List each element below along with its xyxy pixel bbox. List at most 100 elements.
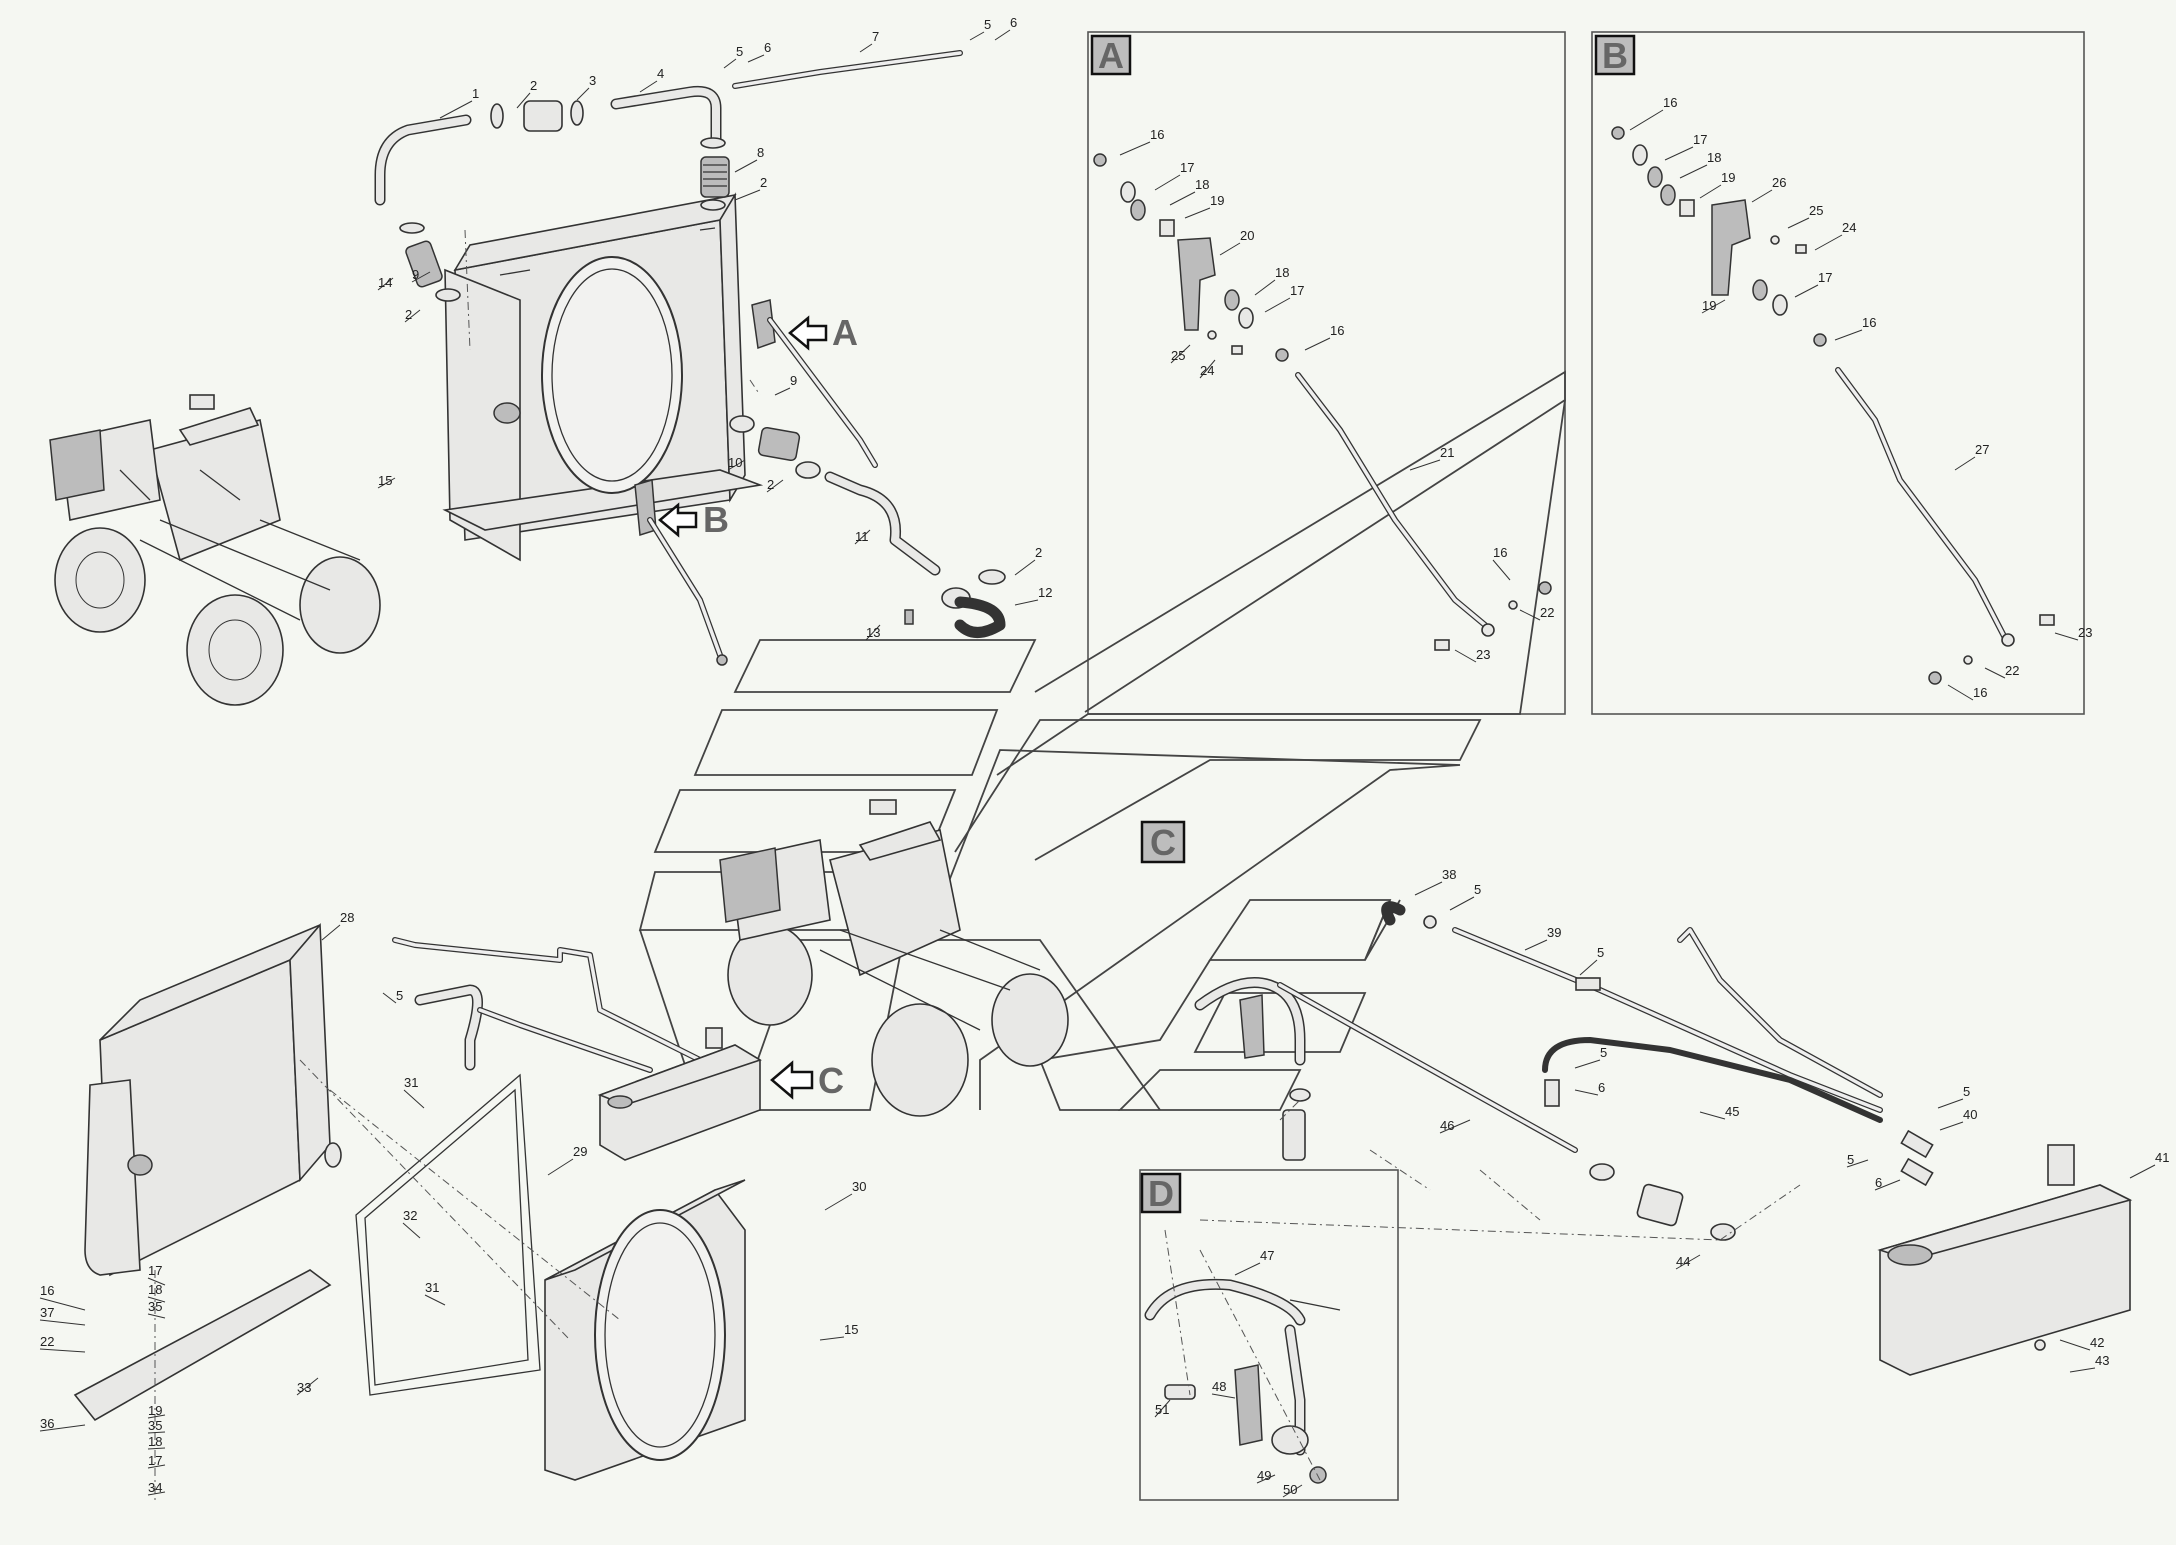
callout-leader	[147, 1447, 166, 1450]
callout-36: 36	[40, 1416, 54, 1431]
callout-leader	[382, 992, 397, 1004]
part-51-bolt	[1164, 1384, 1196, 1400]
callout-24: 24	[1842, 220, 1856, 235]
callout-leader	[1414, 881, 1443, 896]
callout-24: 24	[1200, 363, 1214, 378]
badge-c-letter: C	[1150, 822, 1176, 863]
callout-17: 17	[1818, 270, 1832, 285]
callout-leader	[1874, 1179, 1901, 1191]
center-lines	[154, 229, 1801, 1500]
callout-16: 16	[1973, 685, 1987, 700]
callout-leader	[1846, 1159, 1869, 1168]
callout-7: 7	[872, 29, 879, 44]
upper-hoses	[374, 50, 1006, 638]
callout-leader	[1751, 189, 1773, 203]
callout-leader	[1014, 559, 1036, 576]
callout-17: 17	[1290, 283, 1304, 298]
callout-35: 35	[148, 1418, 162, 1433]
callout-15: 15	[844, 1322, 858, 1337]
part-10-sleeve	[757, 426, 801, 462]
callout-18: 18	[1275, 265, 1289, 280]
callout-19: 19	[1721, 170, 1735, 185]
callout-leader	[547, 1158, 574, 1176]
view-a-parts	[1093, 153, 1552, 651]
callout-6: 6	[764, 40, 771, 55]
callout-leader	[1701, 299, 1726, 314]
callout-14: 14	[378, 275, 392, 290]
callout-49: 49	[1257, 1468, 1271, 1483]
callout-leader	[1524, 939, 1548, 951]
callout-leader	[1574, 1089, 1599, 1096]
callout-50: 50	[1283, 1482, 1297, 1497]
callout-leader	[1439, 1119, 1471, 1134]
callout-leader	[439, 100, 473, 119]
callout-17: 17	[148, 1453, 162, 1468]
callout-leader	[1675, 1254, 1701, 1270]
callout-33: 33	[297, 1380, 311, 1395]
callout-leader	[1519, 609, 1541, 621]
callout-16: 16	[1862, 315, 1876, 330]
callout-leader	[1409, 459, 1441, 471]
tractor-overview-left	[49, 394, 381, 706]
callout-5: 5	[1597, 945, 1604, 960]
callout-leader	[147, 1277, 166, 1286]
callout-37: 37	[40, 1305, 54, 1320]
callout-leader	[1664, 146, 1694, 161]
callout-28: 28	[340, 910, 354, 925]
callout-leader	[766, 479, 784, 493]
view-c-arrow-letter: C	[818, 1060, 844, 1101]
badge-c: C	[1140, 820, 1186, 864]
callout-leader	[1264, 297, 1291, 313]
callout-19: 19	[148, 1403, 162, 1418]
callout-leader	[1699, 1111, 1726, 1120]
callout-leader	[1834, 329, 1863, 341]
callout-leader	[1282, 1484, 1303, 1498]
callout-2: 2	[530, 78, 537, 93]
badge-a-letter: A	[1098, 35, 1124, 76]
callout-leader	[1679, 164, 1708, 179]
callout-19: 19	[1702, 298, 1716, 313]
callout-5: 5	[1963, 1084, 1970, 1099]
callout-16: 16	[40, 1283, 54, 1298]
lower-left-piping	[392, 937, 762, 1161]
callout-leader	[39, 1297, 86, 1311]
callout-45: 45	[1725, 1104, 1739, 1119]
callout-40: 40	[1963, 1107, 1977, 1122]
callout-leader	[424, 1294, 446, 1306]
callout-leader	[39, 1424, 86, 1432]
view-b-frame	[1591, 31, 2085, 715]
callout-leader	[2129, 1164, 2156, 1179]
callout-leader	[39, 1348, 86, 1353]
callout-11: 11	[855, 529, 869, 544]
callout-21: 21	[1440, 445, 1454, 460]
callout-leader	[1219, 242, 1241, 256]
callout-29: 29	[573, 1144, 587, 1159]
callout-leader	[1454, 649, 1477, 663]
callout-leader	[854, 529, 871, 545]
callout-18: 18	[148, 1282, 162, 1297]
callout-leader	[1119, 141, 1151, 156]
callout-leader	[1579, 959, 1598, 976]
callout-leader	[734, 159, 758, 173]
callout-leader	[1699, 184, 1722, 199]
callout-51: 51	[1155, 1402, 1169, 1417]
callout-leader	[321, 924, 341, 941]
callout-8: 8	[757, 145, 764, 160]
callout-5: 5	[396, 988, 403, 1003]
callout-9: 9	[790, 373, 797, 388]
callout-leader	[377, 277, 394, 291]
callout-leader	[1937, 1098, 1964, 1109]
badge-b-letter: B	[1602, 35, 1628, 76]
callout-leader	[147, 1431, 166, 1434]
callout-44: 44	[1676, 1254, 1690, 1269]
badge-a: A	[1090, 34, 1132, 76]
callout-leader	[723, 58, 737, 69]
callout-leader	[969, 31, 985, 41]
callout-leader	[2069, 1367, 2096, 1373]
callout-22: 22	[2005, 663, 2019, 678]
part-8-corrugated	[700, 156, 730, 198]
callout-31: 31	[425, 1280, 439, 1295]
callout-leader	[2059, 1339, 2091, 1351]
callout-leader	[402, 1222, 421, 1239]
